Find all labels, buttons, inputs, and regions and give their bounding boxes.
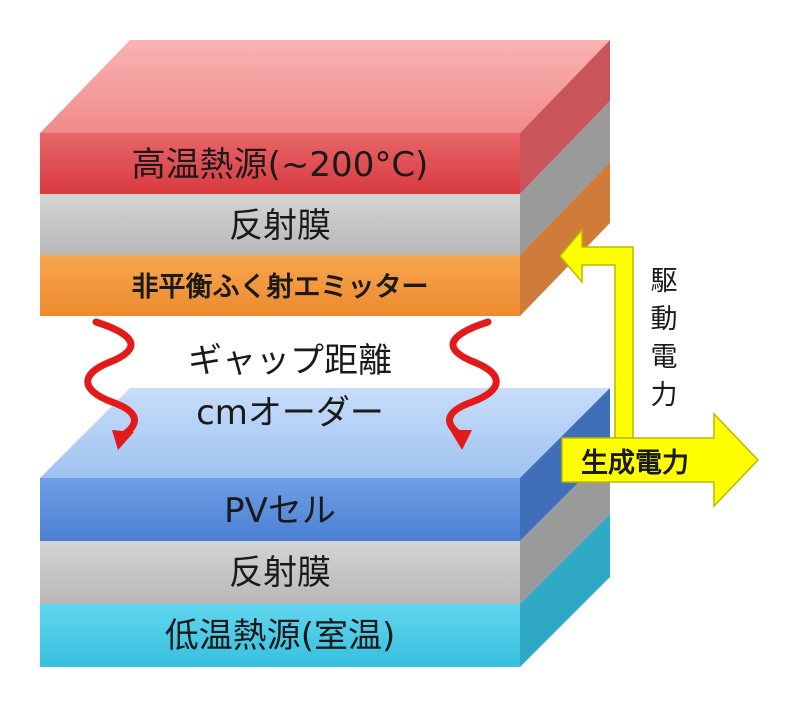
- cold-source-side-face: [520, 514, 610, 667]
- heat-wave-right-arrowhead: [450, 430, 472, 450]
- hot-source-layer: [40, 133, 520, 194]
- gap-order-label: cmオーダー: [196, 393, 384, 433]
- pv-cell-layer: [40, 478, 520, 541]
- reflector-top-label: 反射膜: [229, 206, 331, 246]
- reflector-top-layer: [40, 194, 520, 255]
- gap-distance-label: ギャップ距離: [188, 341, 392, 381]
- drive-power-label: 駆 動 電 力: [651, 266, 678, 411]
- emitter-layer: [40, 255, 520, 316]
- pv-cell-top-face: [40, 388, 610, 478]
- cold-source-label: 低温熱源(室温): [165, 616, 396, 656]
- drive-power-arrow: [559, 227, 634, 439]
- upper-stack: 高温熱源(~200°C) 反射膜 非平衡ふく射エミッター: [40, 40, 610, 316]
- generated-power-arrow: [561, 412, 760, 508]
- emitter-label: 非平衡ふく射エミッター: [132, 272, 429, 303]
- power-arrows: 生成電力: [559, 227, 760, 508]
- heat-radiation-waves: [84, 318, 500, 450]
- hot-source-label: 高温熱源(~200°C): [132, 145, 429, 185]
- heat-wave-left-arrowhead: [112, 430, 134, 450]
- drive-power-char-2: 動: [651, 304, 678, 335]
- generated-power-label: 生成電力: [581, 448, 689, 479]
- emitter-side-face: [520, 162, 610, 316]
- cold-source-layer: [40, 604, 520, 667]
- reflector-top-side-face: [520, 101, 610, 255]
- reflector-bottom-label: 反射膜: [229, 553, 331, 593]
- reflector-bottom-side-face: [520, 451, 610, 604]
- drive-power-char-4: 力: [651, 380, 678, 411]
- drive-power-char-1: 駆: [651, 266, 678, 297]
- reflector-bottom-layer: [40, 541, 520, 604]
- hot-source-side-face: [520, 40, 610, 194]
- drive-power-char-3: 電: [651, 342, 678, 373]
- pv-cell-label: PVセル: [224, 491, 336, 531]
- hot-source-top-face: [40, 40, 610, 133]
- heat-wave-right: [446, 318, 500, 440]
- heat-wave-left: [84, 318, 138, 440]
